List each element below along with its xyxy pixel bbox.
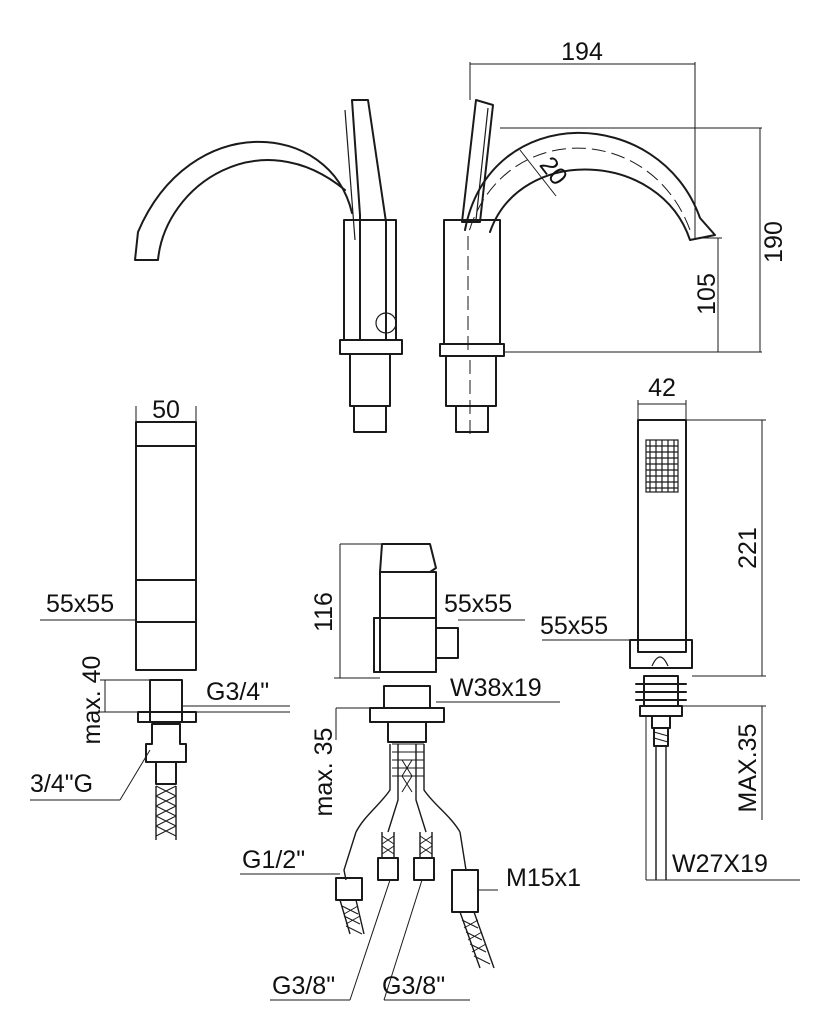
spout-left-body bbox=[343, 219, 397, 341]
spout-right-arc bbox=[464, 131, 716, 241]
diverter-dimensions bbox=[30, 406, 290, 801]
spout-left-view bbox=[134, 99, 403, 433]
spout-left-arc bbox=[134, 140, 353, 261]
diverter-body bbox=[135, 421, 197, 671]
label-34g: 3/4"G bbox=[30, 770, 93, 798]
spout-right-nut bbox=[455, 405, 489, 433]
diverter-washer bbox=[137, 711, 197, 723]
mixer-washer bbox=[369, 707, 445, 723]
mixer-body bbox=[379, 571, 437, 673]
label-42: 42 bbox=[648, 374, 676, 402]
label-max35-mid: max. 35 bbox=[310, 728, 338, 817]
diverter-hose bbox=[155, 786, 177, 840]
handshower-view bbox=[629, 419, 693, 880]
mixer-dimensions bbox=[240, 543, 560, 1001]
inlet-g38-left-nut bbox=[377, 857, 399, 881]
mixer-nut bbox=[387, 721, 427, 743]
spout-right-body bbox=[443, 219, 501, 345]
handshower-spray-grid bbox=[646, 440, 678, 492]
diverter-view bbox=[135, 421, 197, 840]
label-190: 190 bbox=[760, 221, 788, 263]
mixer-view bbox=[335, 543, 495, 969]
label-radius-20: 20 bbox=[534, 151, 573, 190]
mixer-hose-outer bbox=[355, 744, 461, 833]
label-g38-left: G3/8" bbox=[272, 972, 335, 1000]
label-max40: max. 40 bbox=[78, 656, 106, 745]
diverter-hose-braid bbox=[155, 785, 177, 837]
handshower-hose-connector bbox=[653, 727, 669, 747]
dim-line-radius bbox=[519, 149, 557, 197]
spout-left-shank bbox=[349, 353, 391, 407]
mixer-hose-bands bbox=[392, 743, 424, 777]
spout-right-lever-edge bbox=[475, 107, 489, 221]
label-g38-right: G3/8" bbox=[382, 972, 445, 1000]
mixer-hose-inner bbox=[387, 744, 427, 833]
spout-dimensions bbox=[469, 62, 762, 353]
label-max35-right: MAX.35 bbox=[734, 724, 762, 813]
label-50: 50 bbox=[152, 396, 180, 424]
diverter-shank bbox=[149, 679, 183, 723]
label-221: 221 bbox=[734, 527, 762, 569]
leader-g38-left bbox=[349, 879, 391, 1001]
spout-right-centerline bbox=[467, 147, 691, 350]
label-w27x19: W27X19 bbox=[672, 850, 768, 878]
handshower-washer bbox=[639, 705, 683, 717]
label-55x55-mid: 55x55 bbox=[444, 590, 512, 618]
inlet-g38-right-nut bbox=[413, 857, 435, 881]
label-g12: G1/2" bbox=[242, 846, 305, 874]
label-105: 105 bbox=[693, 273, 721, 315]
spout-left-handle-pivot bbox=[375, 312, 397, 334]
handshower-dimensions bbox=[542, 400, 800, 881]
handshower-holder-notch bbox=[651, 656, 669, 667]
handshower-nut bbox=[651, 715, 671, 729]
spout-right-view bbox=[439, 99, 716, 436]
spout-right-lever bbox=[461, 99, 494, 223]
spout-left-flange bbox=[339, 339, 403, 355]
inlet-m15-nut bbox=[451, 869, 479, 913]
handshower-hose bbox=[655, 746, 667, 880]
handshower-holder bbox=[629, 639, 693, 669]
label-55x55-left: 55x55 bbox=[46, 590, 114, 618]
inlet-g12-nut bbox=[335, 877, 363, 901]
mixer-lever bbox=[379, 543, 437, 573]
mixer-side-knob bbox=[435, 627, 459, 659]
spout-left-nut bbox=[353, 405, 387, 433]
spout-left-lever-edge bbox=[344, 109, 356, 241]
mixer-hose-braid bbox=[401, 759, 413, 793]
spout-right-shank bbox=[445, 355, 497, 407]
label-m15x1: M15x1 bbox=[506, 864, 581, 892]
diverter-inlet-tail bbox=[155, 761, 177, 785]
label-194: 194 bbox=[561, 38, 603, 66]
spout-right-flange bbox=[439, 343, 505, 357]
diverter-inlet-nut bbox=[145, 723, 187, 763]
handshower-handle bbox=[637, 419, 687, 653]
label-116: 116 bbox=[310, 592, 338, 632]
label-w38x19: W38x19 bbox=[450, 674, 542, 702]
leader-g38-right bbox=[383, 879, 423, 1001]
label-55x55-right: 55x55 bbox=[540, 612, 608, 640]
label-g34: G3/4" bbox=[206, 678, 269, 706]
mixer-shank bbox=[383, 685, 431, 709]
